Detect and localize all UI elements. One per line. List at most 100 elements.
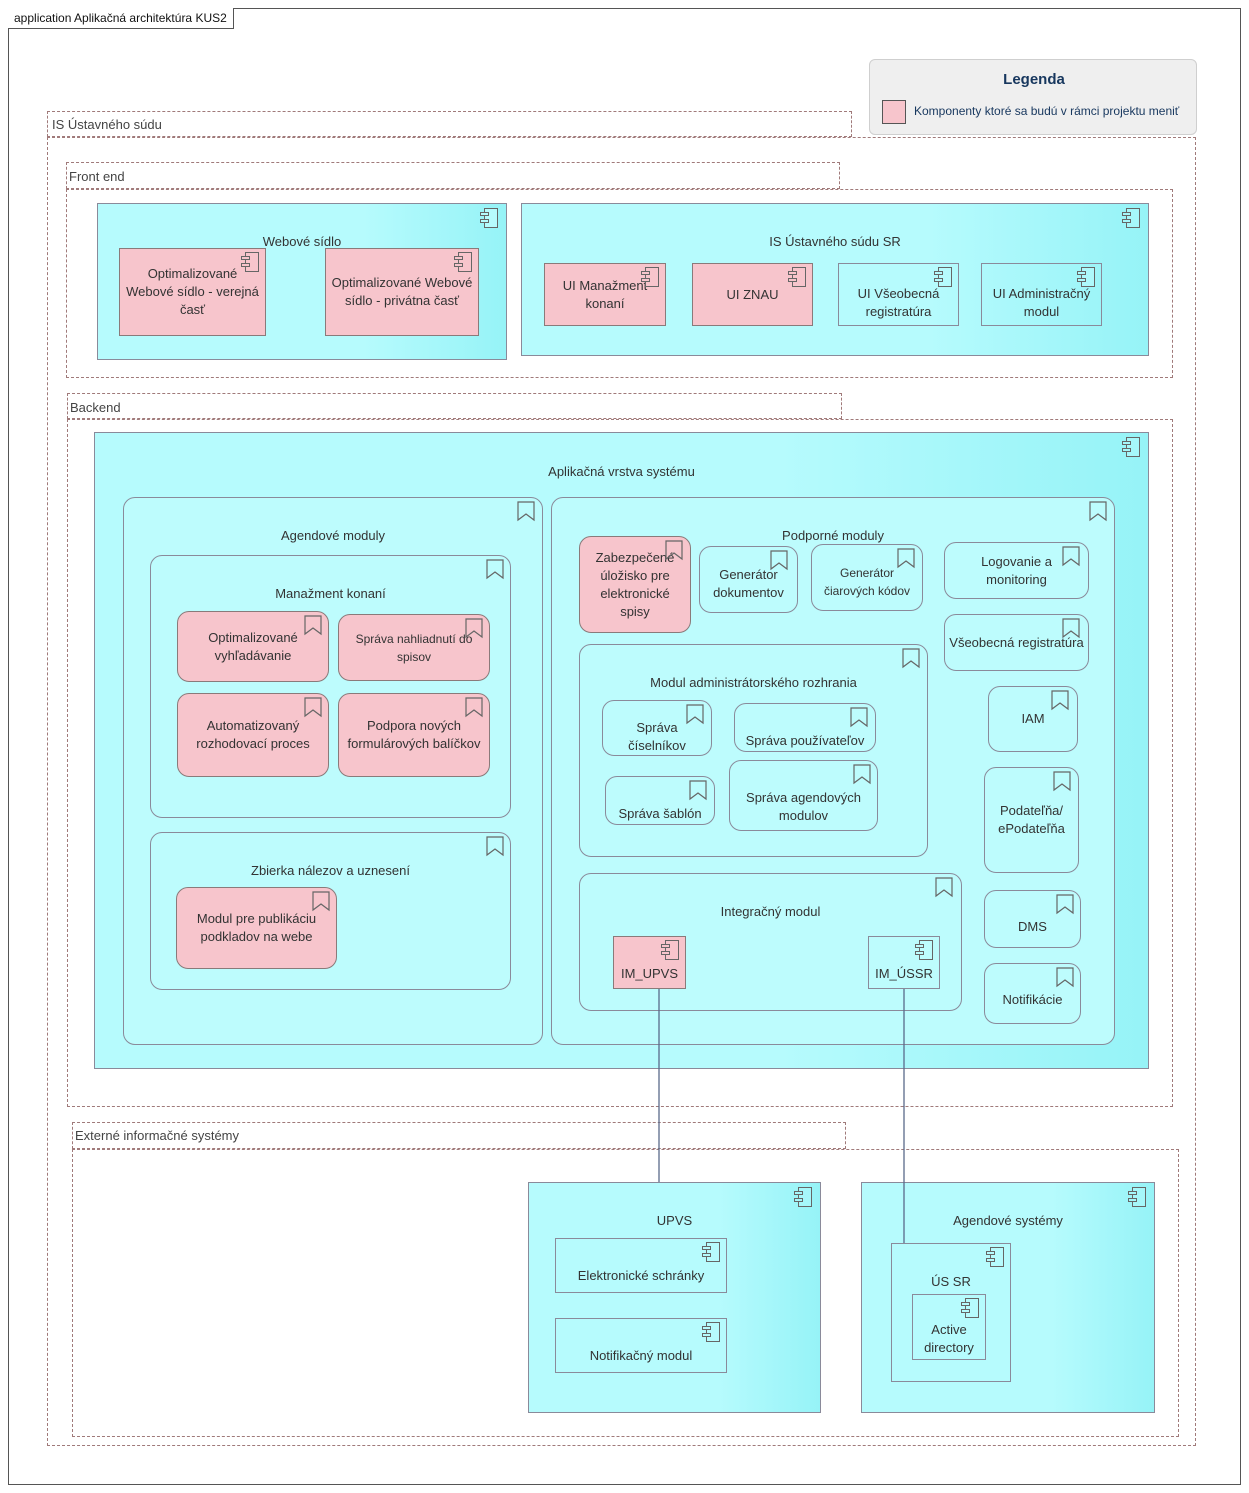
modul-admin-title: Modul administrátorského rozhrania [650, 675, 857, 690]
package-label-frontend: Front end [69, 169, 125, 184]
flag-icon [486, 836, 504, 857]
flag-icon [686, 704, 704, 725]
active-directory[interactable]: Active directory [912, 1294, 986, 1360]
sprava-nahliadnuti-label: Správa nahliadnutí do spisov [355, 631, 473, 664]
generator-kodov-label: Generátor čiarových kódov [823, 565, 911, 598]
legend-item-label: Komponenty ktoré sa budú v rámci projekt… [914, 104, 1180, 118]
flag-icon [770, 550, 788, 571]
component-icon [794, 1187, 812, 1207]
package-external [72, 1149, 1179, 1437]
package-tab-external [72, 1122, 846, 1149]
component-icon [1122, 437, 1140, 457]
component-icon [915, 940, 933, 960]
package-label-backend: Backend [70, 400, 121, 415]
elektronicke-schranky[interactable]: Elektronické schránky [555, 1238, 727, 1293]
flag-icon [1056, 894, 1074, 915]
component-icon [454, 252, 472, 272]
flag-icon [1056, 967, 1074, 988]
modul-publikacia-label: Modul pre publikáciu podkladov na webe [196, 911, 317, 944]
podpora-formularovych-balickov[interactable]: Podpora nových formulárových balíčkov [338, 693, 490, 777]
flag-icon [1062, 546, 1080, 567]
zbierka-nalezov-title: Zbierka nálezov a uznesení [251, 863, 410, 878]
dms-label: DMS [1018, 919, 1047, 934]
ui-administracny-modul-label: UI Administračný modul [992, 285, 1091, 319]
web-verejna-cast[interactable]: Optimalizované Webové sídlo - verejná ča… [119, 248, 266, 336]
modul-publikacia-podkladov[interactable]: Modul pre publikáciu podkladov na webe [176, 887, 337, 969]
sprava-ciselnikov-label: Správa číselníkov [628, 720, 686, 753]
dms[interactable]: DMS [984, 890, 1081, 948]
ui-manazment-konani-label: UI Manažment konaní [562, 277, 648, 311]
podpora-balickov-label: Podpora nových formulárových balíčkov [347, 718, 481, 751]
component-icon [480, 208, 498, 228]
flag-icon [897, 548, 915, 569]
iam-label: IAM [1021, 711, 1045, 726]
component-icon [241, 252, 259, 272]
component-icon [1077, 267, 1095, 287]
flag-icon [853, 764, 871, 785]
im-upvs-label: IM_UPVS [620, 965, 679, 981]
ui-znau-label: UI ZNAU [726, 286, 779, 302]
ui-vseobecna-registratura-label: UI Všeobecná registratúra [857, 285, 940, 319]
automatizovany-proces-label: Automatizovaný rozhodovací proces [196, 718, 310, 751]
notifikacie-label: Notifikácie [1002, 991, 1063, 1007]
vseobecna-registratura[interactable]: Všeobecná registratúra [944, 614, 1089, 671]
ui-znau[interactable]: UI ZNAU [692, 263, 813, 326]
ui-administracny-modul[interactable]: UI Administračný modul [981, 263, 1102, 326]
flag-icon [304, 615, 322, 636]
generator-dokumentov-label: Generátor dokumentov [713, 566, 784, 600]
zabezpecene-ulozisko[interactable]: Zabezpečené úložisko pre elektronické sp… [579, 536, 691, 633]
vseobecna-registratura-label: Všeobecná registratúra [949, 634, 1084, 650]
package-label-is-us: IS Ústavného súdu [52, 117, 162, 132]
app-layer-title: Aplikačná vrstva systému [548, 464, 695, 479]
sprava-nahliadnuti[interactable]: Správa nahliadnutí do spisov [338, 614, 490, 681]
web-privatna-cast[interactable]: Optimalizované Webové sídlo - privátna č… [325, 248, 479, 336]
flag-icon [486, 559, 504, 580]
automatizovany-rozhodovaci-proces[interactable]: Automatizovaný rozhodovací proces [177, 693, 329, 777]
component-icon [986, 1247, 1004, 1267]
package-tab-backend [67, 393, 842, 419]
web-verejna-cast-label: Optimalizované Webové sídlo - verejná ča… [126, 266, 259, 317]
agendove-moduly-title: Agendové moduly [280, 528, 386, 543]
diagram-frame [8, 8, 1241, 1485]
elektronicke-schranky-label: Elektronické schránky [577, 1267, 705, 1283]
manazment-konani: Manažment konaní [150, 555, 511, 818]
notifikacny-modul-label: Notifikačný modul [589, 1347, 693, 1363]
diagram-frame-title: application Aplikačná architektúra KUS2 [8, 8, 234, 29]
logovanie-monitoring[interactable]: Logovanie a monitoring [944, 542, 1089, 599]
generator-ciarovych-kodov[interactable]: Generátor čiarových kódov [811, 544, 923, 611]
legend: Legenda Komponenty ktoré sa budú v rámci… [869, 59, 1197, 135]
package-tab-is-us [47, 111, 852, 137]
flag-icon [465, 618, 483, 639]
flag-icon [1062, 618, 1080, 639]
component-icon [788, 267, 806, 287]
integracny-modul-title: Integračný modul [720, 904, 821, 919]
ui-vseobecna-registratura[interactable]: UI Všeobecná registratúra [838, 263, 959, 326]
component-icon [1122, 208, 1140, 228]
flag-icon [689, 780, 707, 801]
sprava-sablon-label: Správa šablón [618, 805, 702, 821]
flag-icon [304, 697, 322, 718]
im-ussr-label: IM_ÚSSR [875, 965, 933, 981]
podatelna[interactable]: Podateľňa/ ePodateľňa [984, 767, 1079, 873]
optimalizovane-vyhladavanie[interactable]: Optimalizované vyhľadávanie [177, 611, 329, 682]
package-is-us [47, 137, 1196, 1446]
generator-dokumentov[interactable]: Generátor dokumentov [699, 546, 798, 613]
sprava-sablon[interactable]: Správa šablón [605, 776, 715, 825]
flag-icon [465, 697, 483, 718]
legend-swatch [882, 100, 906, 124]
optimalizovane-vyhladavanie-label: Optimalizované vyhľadávanie [208, 629, 298, 663]
notifikacie[interactable]: Notifikácie [984, 963, 1081, 1024]
sprava-agendovych-modulov[interactable]: Správa agendových modulov [729, 760, 878, 831]
sprava-pouzivatelov[interactable]: Správa používateľov [734, 703, 876, 752]
logovanie-monitoring-label: Logovanie a monitoring [981, 553, 1052, 587]
flag-icon [1053, 771, 1071, 792]
iam[interactable]: IAM [988, 686, 1078, 752]
flag-icon [517, 501, 535, 522]
component-icon [661, 940, 679, 960]
sprava-agendovych-label: Správa agendových modulov [746, 789, 861, 823]
notifikacny-modul[interactable]: Notifikačný modul [555, 1318, 727, 1373]
sprava-ciselnikov[interactable]: Správa číselníkov [602, 700, 712, 756]
flag-icon [1089, 501, 1107, 522]
component-icon [961, 1298, 979, 1318]
agendove-systemy-title: Agendové systémy [953, 1213, 1063, 1228]
